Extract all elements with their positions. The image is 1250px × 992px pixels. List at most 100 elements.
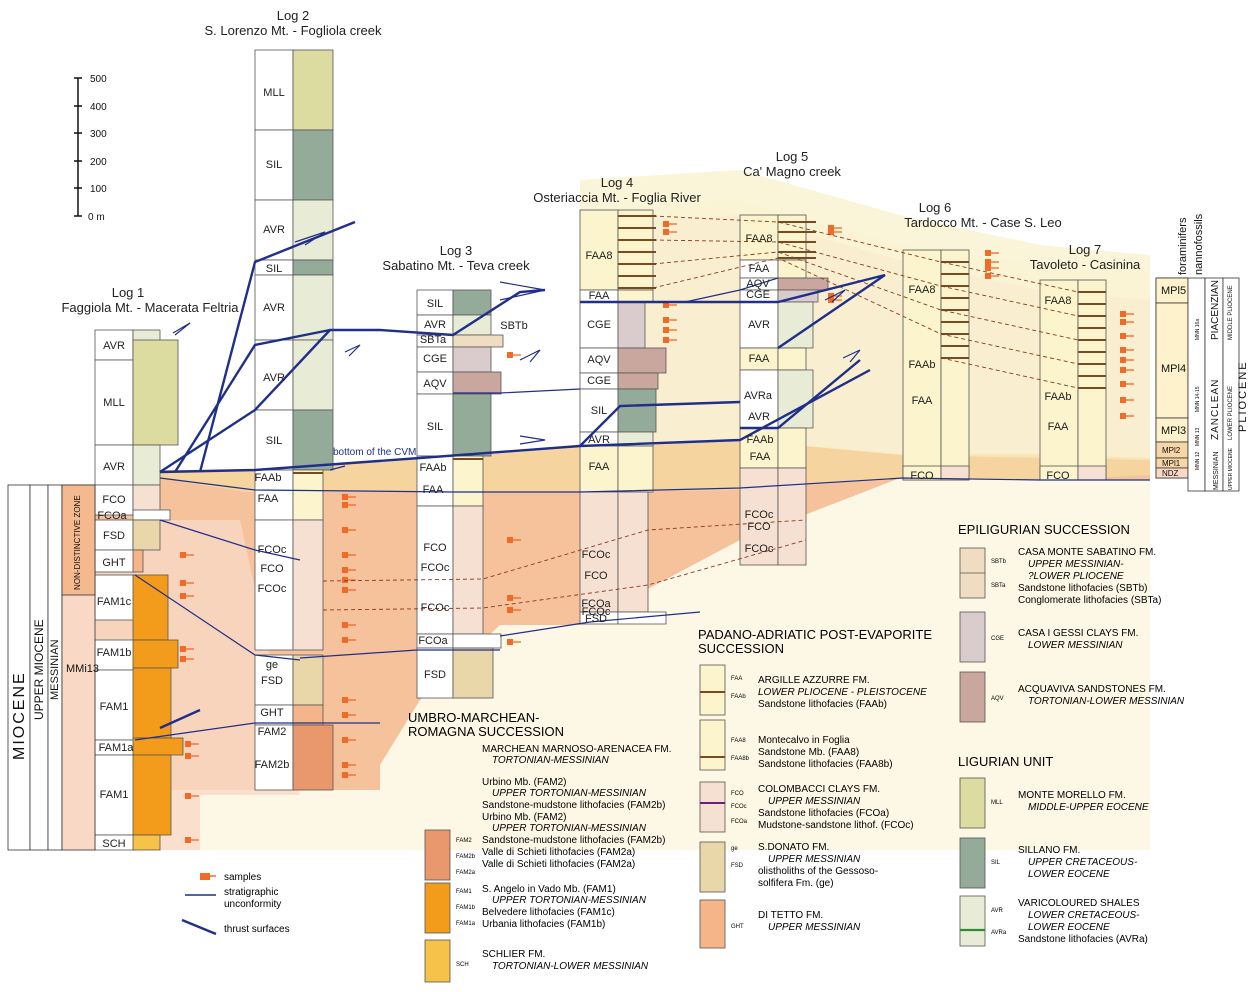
fsd-line-2: UPPER MESSINIAN [768, 854, 861, 865]
log5-unit-12: FCOc [745, 543, 774, 555]
fam2-line-7: Valle di Schieti lithofacies (FAM2a) [482, 847, 635, 858]
log2-unit-6: SIL [266, 435, 283, 447]
log2-unit-1: SIL [266, 159, 283, 171]
sbtb-code: SBTb [991, 559, 1007, 565]
sil-line-1: SILLANO FM. [1018, 845, 1080, 856]
ght-code: GHT [731, 924, 744, 930]
sample-marker [342, 552, 348, 558]
log3-unit-7: FAAb [420, 462, 447, 474]
sample-marker [342, 637, 348, 643]
sample-marker [985, 273, 991, 279]
fam2-line-1: Urbino Mb. (FAM2) [482, 777, 566, 788]
epoch-label: MIOCENE [11, 671, 28, 760]
log6-unit-1: FAAb [909, 359, 936, 371]
log5-unit-7: AVR [748, 411, 770, 423]
sample-marker [507, 595, 513, 601]
pliocene-label: PLIOCENE [1237, 360, 1249, 432]
log-2-title: Log 2 [277, 8, 310, 23]
sample-marker [185, 753, 191, 759]
aqv-code: AQV [991, 696, 1004, 702]
sbta-code: SBTa [991, 583, 1006, 589]
log3-unit-9: FCO [423, 542, 447, 554]
log5-unit-0: FAA8 [746, 233, 773, 245]
aqv-line-1: ACQUAVIVA SANDSTONES FM. [1018, 684, 1166, 695]
log7-unit-2: FAA [1048, 421, 1069, 433]
sample-marker [1120, 347, 1126, 353]
fsd-line-3: olistholiths of the Gessoso- [758, 866, 878, 877]
legend-unconformity-2: unconformity [224, 899, 281, 910]
zone-mnn1415: MNN 14-15 [1195, 386, 1201, 412]
zone-mpl1: MPl1 [1162, 459, 1181, 468]
zone-mnn12: MNN 12 [1195, 451, 1201, 470]
faa8-line-3: Sandstone lithofacies (FAA8b) [758, 759, 893, 770]
fam2-line-3: Sandstone-mudstone lithofacies (FAM2b) [482, 800, 665, 811]
log-5-title: Log 5 [776, 149, 809, 164]
fam1a-code: FAM1a [456, 921, 476, 927]
log1-unit-0: AVR [103, 340, 125, 352]
log4-unit-5: SIL [591, 405, 608, 417]
sample-marker [507, 607, 513, 613]
fco-line-3: Sandstone lithofacies (FCOa) [758, 808, 889, 819]
log2-unit-0: MLL [263, 87, 284, 99]
ght-line-2: UPPER MESSINIAN [768, 922, 861, 933]
sample-marker [985, 259, 991, 265]
fam2-line-6: Sandstone-mudstone lithofacies (FAM2b) [482, 835, 665, 846]
log-4-location: Osteriaccia Mt. - Foglia River [533, 190, 701, 205]
fam1-line-3: Belvedere lithofacies (FAM1c) [482, 907, 615, 918]
log5-unit-8: FAAb [747, 434, 774, 446]
faa8-swatch [700, 720, 725, 770]
scale-tick: 100 [90, 184, 107, 195]
log3-unit-13: FSD [424, 669, 446, 681]
legend-padano-title-1: PADANO-ADRIATIC POST-EVAPORITE [698, 627, 932, 642]
fco-line-2: UPPER MESSINIAN [768, 796, 861, 807]
log2-unit-2: AVR [263, 224, 285, 236]
legend-padano-title-2: SUCCESSION [698, 641, 784, 656]
sample-marker [1120, 333, 1126, 339]
faa8-line-2: Sandstone Mb. (FAA8) [758, 747, 859, 758]
sbt-line-3: ?LOWER PLIOCENE [1028, 571, 1124, 582]
log2-unit-15: FAM2 [258, 726, 287, 738]
log-3-location: Sabatino Mt. - Teva creek [382, 258, 530, 273]
sample-marker [1120, 397, 1126, 403]
fcoa-code: FCOa [731, 819, 748, 825]
messinian-short-label: MESSINIAN [1213, 451, 1220, 490]
upper-miocene-short-label: UPPER MIOCENE [1228, 447, 1234, 490]
zone-mnn16a: MNN 16a [1195, 319, 1201, 340]
cge-line-1: CASA I GESSI CLAYS FM. [1018, 628, 1138, 639]
log4-unit-6: AVR [588, 434, 610, 446]
log7-unit-3: FCO [1046, 470, 1070, 482]
fsd-swatch [700, 842, 725, 892]
log2-unit-4: AVR [263, 302, 285, 314]
log4-unit-7: FAA [589, 461, 610, 473]
sch-code: SCH [456, 962, 469, 968]
log2-unit-14: GHT [260, 707, 284, 719]
legend-unconformity-1: stratigraphic [224, 887, 278, 898]
log4-unit-12: FSD [585, 613, 607, 625]
log1-unit-9: FAM1 [100, 701, 129, 713]
fsd-code: FSD [731, 863, 744, 869]
log1-unit-4: FCOa [97, 510, 127, 522]
log-7-title: Log 7 [1069, 242, 1102, 257]
ght-line-1: DI TETTO FM. [758, 910, 823, 921]
sample-swatch [200, 873, 210, 880]
log5-unit-6: AVRa [744, 390, 773, 402]
log1-unit-3: FCO [102, 494, 126, 506]
log3-unit-3: SBTb [500, 320, 528, 332]
sample-marker [342, 577, 348, 583]
fam2b-code: FAM2b [456, 854, 476, 860]
fam2-line-2: UPPER TORTONIAN-MESSINIAN [492, 788, 647, 799]
sil-swatch [960, 838, 985, 888]
log4-unit-0: FAA8 [586, 250, 613, 262]
log6-unit-3: FCO [910, 470, 934, 482]
fam1-code: FAM1 [456, 889, 472, 895]
aqv-swatch [960, 672, 985, 722]
sample-marker [1120, 367, 1126, 373]
sil-code: SIL [991, 860, 1001, 866]
avr-line-1: VARICOLOURED SHALES [1018, 898, 1140, 909]
sample-marker [180, 580, 186, 586]
fam1-line-2: UPPER TORTONIAN-MESSINIAN [492, 895, 647, 906]
zanclean-label: ZANCLEAN [1210, 379, 1221, 440]
sample-marker [507, 537, 513, 543]
log5-unit-11: FCO [747, 521, 771, 533]
